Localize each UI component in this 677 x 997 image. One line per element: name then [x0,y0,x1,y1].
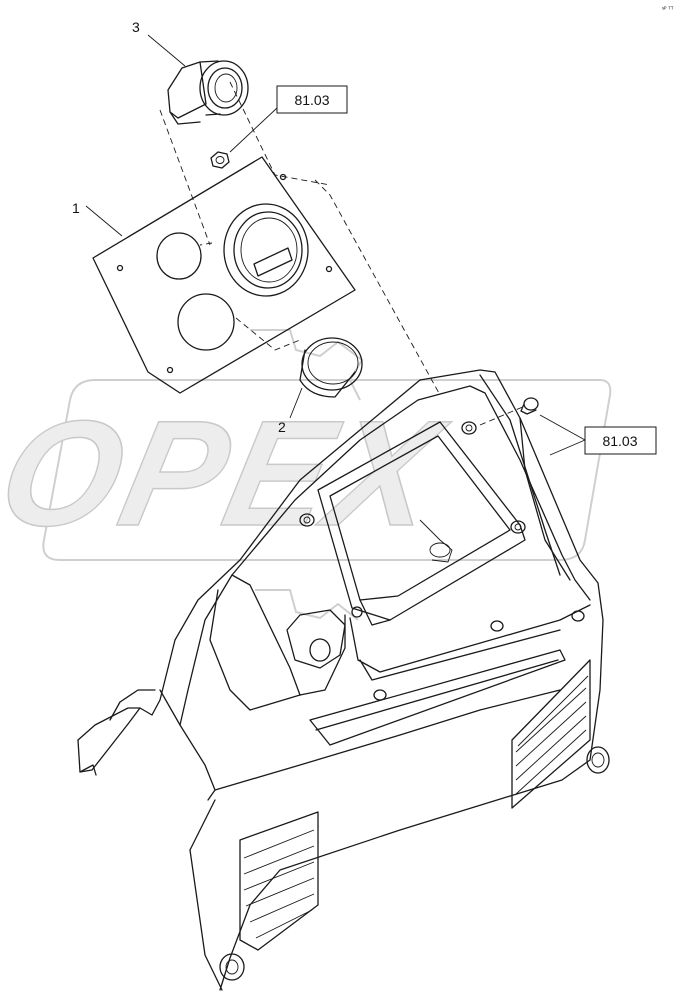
watermark-text: OPEX [0,391,459,558]
reference-label-right: 81.03 [602,433,637,449]
reference-box-right[interactable]: 81.03 [584,426,657,455]
callout-1: 1 [72,200,80,216]
dashboard-housing [77,369,610,991]
callout-2: 2 [278,419,286,435]
nut [210,151,230,169]
leader-lines [85,34,586,456]
part-2-plug [299,337,363,398]
part-1-panel [92,156,356,394]
reference-label-top: 81.03 [294,92,329,108]
part-3-switch [167,60,249,125]
reference-box-top[interactable]: 81.03 [276,85,348,114]
watermark: OPEX [0,329,612,621]
screw [520,397,539,415]
corner-mark: ˢᴾ ᵀᵀ [662,6,674,13]
callout-3: 3 [132,19,140,35]
assembly-lines [159,81,526,426]
